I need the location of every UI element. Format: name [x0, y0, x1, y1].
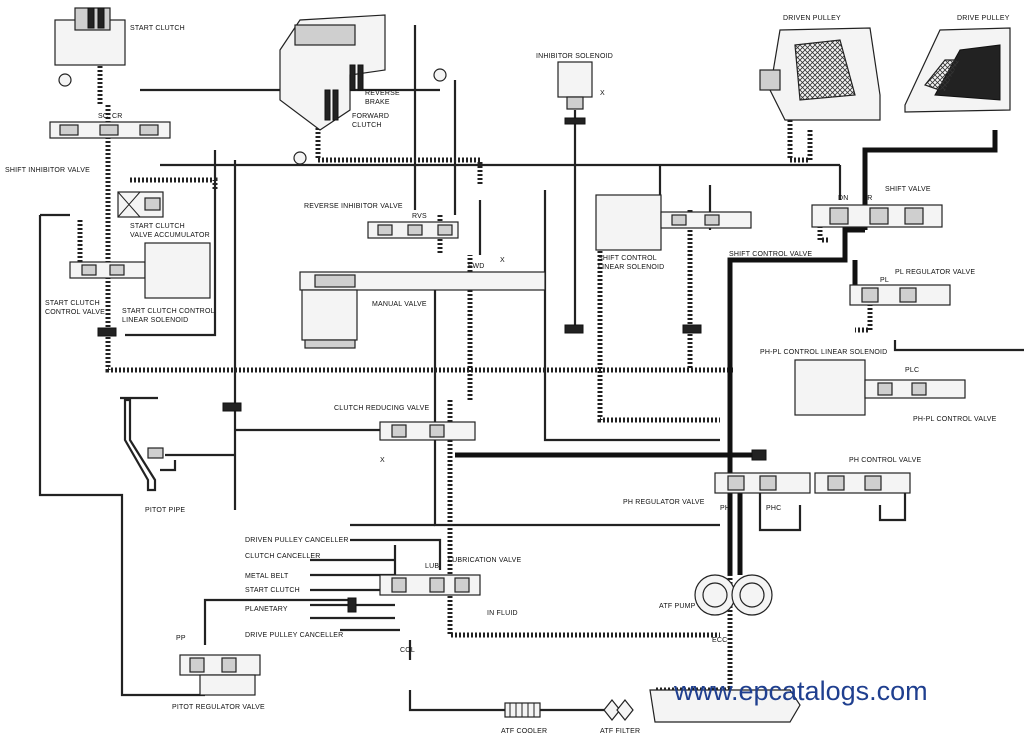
ph-regulator-valve — [714, 472, 811, 494]
label-ph-regulator-valve: PH REGULATOR VALVE — [623, 499, 705, 506]
ph-pl-control-valve — [864, 379, 966, 399]
label-shift-control-valve: SHIFT CONTROL VALVE — [729, 251, 812, 258]
start-clutch — [54, 7, 126, 87]
lubrication-valve — [379, 574, 481, 596]
hydraulic-lines — [38, 25, 1024, 712]
pl-regulator-valve — [849, 284, 951, 306]
port-phc: PHC — [766, 505, 781, 512]
shift-control-linear-solenoid — [595, 194, 662, 251]
ph-pl-control-linear-solenoid — [794, 359, 866, 416]
port-col: COL — [400, 647, 415, 654]
label-inhibitor-solenoid: INHIBITOR SOLENOID — [536, 53, 613, 60]
label-atf-cooler: ATF COOLER — [501, 728, 547, 735]
label-pitot-regulator-valve: PITOT REGULATOR VALVE — [172, 704, 265, 711]
port-cr: CR — [112, 113, 123, 120]
label-shift-valve: SHIFT VALVE — [885, 186, 931, 193]
port-dr: DR — [862, 195, 873, 202]
label-atf-filter: ATF FILTER — [600, 728, 640, 735]
port-x-3: X — [380, 457, 385, 464]
label-drive-pulley: DRIVE PULLEY — [957, 15, 1010, 22]
label-ph-pl-control-valve: PH-PL CONTROL VALVE — [913, 416, 997, 423]
port-x-1: X — [600, 90, 605, 97]
port-rvs: RVS — [412, 213, 427, 220]
label-driven-pulley-canceller: DRIVEN PULLEY CANCELLER — [245, 537, 349, 544]
label-metal-belt: METAL BELT — [245, 573, 289, 580]
watermark: www.epcatalogs.com — [673, 676, 928, 706]
label-pitot-pipe: PITOT PIPE — [145, 507, 185, 514]
inhibitor-solenoid — [557, 61, 593, 125]
label-drive-pulley-canceller: DRIVE PULLEY CANCELLER — [245, 632, 343, 639]
label-ph-pl-control-linear-solenoid: PH-PL CONTROL LINEAR SOLENOID — [760, 349, 887, 356]
shift-valve — [811, 204, 943, 228]
label-reverse-inhibitor-valve: REVERSE INHIBITOR VALVE — [304, 203, 403, 210]
label-start-clutch: START CLUTCH — [130, 25, 185, 32]
reverse-brake-forward-clutch-assembly — [279, 14, 447, 165]
label-lubrication-valve: LUBRICATION VALVE — [448, 557, 522, 564]
pitot-regulator-valve — [179, 654, 261, 696]
clutch-reducing-valve — [379, 421, 476, 441]
label-driven-pulley: DRIVEN PULLEY — [783, 15, 841, 22]
start-clutch-control-linear-solenoid — [144, 242, 211, 299]
drive-pulley — [904, 27, 1011, 113]
atf-pump — [694, 574, 773, 616]
port-plc: PLC — [905, 367, 919, 374]
shift-control-valve — [660, 211, 752, 229]
label-ph-control-valve: PH CONTROL VALVE — [849, 457, 921, 464]
port-fwd: FWD — [468, 263, 485, 270]
port-x-2: X — [500, 257, 505, 264]
manual-valve — [299, 271, 546, 349]
driven-pulley — [759, 27, 881, 121]
port-sc: SC — [98, 113, 108, 120]
port-ph: PH — [720, 505, 730, 512]
label-manual-valve: MANUAL VALVE — [372, 301, 427, 308]
port-ecc: ECC — [712, 637, 727, 644]
port-pp: PP — [176, 635, 186, 642]
start-clutch-control-valve — [69, 261, 146, 279]
label-clutch-reducing-valve: CLUTCH REDUCING VALVE — [334, 405, 429, 412]
port-lub: LUB — [425, 563, 439, 570]
atf-cooler — [504, 702, 541, 718]
label-in-fluid: IN FLUID — [487, 610, 518, 617]
port-pl: PL — [880, 277, 889, 284]
label-pl-regulator-valve: PL REGULATOR VALVE — [895, 269, 975, 276]
shift-inhibitor-valve — [49, 121, 171, 139]
port-dn: DN — [838, 195, 849, 202]
ph-control-valve — [814, 472, 911, 494]
start-clutch-valve-accumulator — [117, 191, 164, 218]
label-planetary: PLANETARY — [245, 606, 288, 613]
lube-orifice — [347, 597, 357, 613]
orifices — [97, 324, 767, 461]
label-clutch-canceller: CLUTCH CANCELLER — [245, 553, 321, 560]
label-start-clutch-lube: START CLUTCH — [245, 587, 300, 594]
reverse-inhibitor-valve — [367, 221, 459, 239]
label-shift-inhibitor-valve: SHIFT INHIBITOR VALVE — [5, 167, 90, 174]
atf-filter — [603, 689, 801, 723]
pitot-pipe — [120, 396, 164, 492]
label-atf-pump: ATF PUMP — [659, 603, 696, 610]
port-tags: SC CR RVS FWD DN DR PL PLC PH PHC LUB EC… — [98, 90, 919, 654]
